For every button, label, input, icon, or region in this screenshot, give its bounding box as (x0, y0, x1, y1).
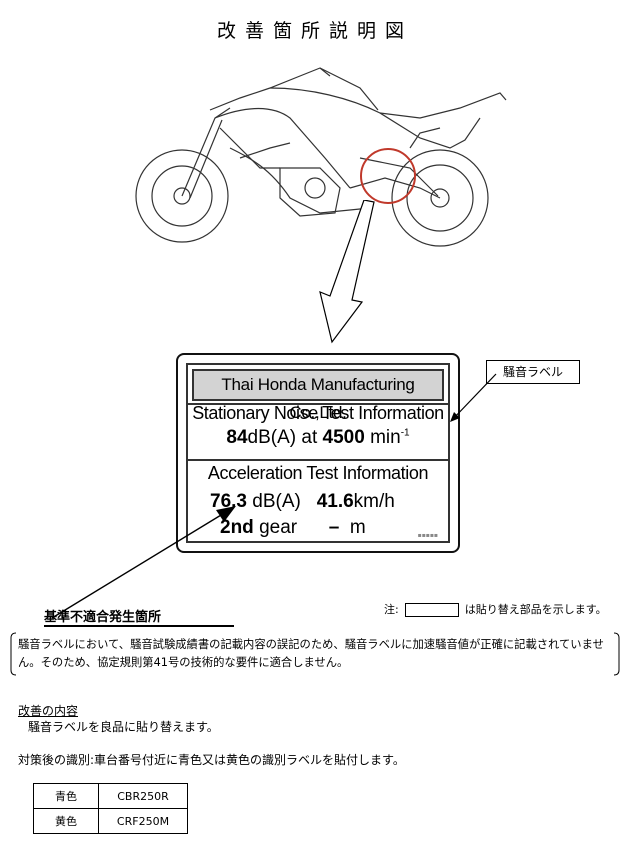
note-legend-box (404, 603, 459, 617)
note-prefix: 注: (384, 603, 399, 616)
noise-label-callout: 騒音ラベル (486, 360, 580, 384)
description-bracket (10, 632, 620, 676)
improvement-heading: 改善の内容 (18, 704, 79, 718)
table-cell-model: CRF250M (98, 808, 188, 834)
pointer-arrow-icon (319, 200, 375, 344)
gear-values: 2nd gear – m (220, 517, 366, 539)
noise-label: Thai Honda Manufacturing Co.,Ltd. Statio… (176, 353, 460, 553)
identification-table: 青色 CBR250R 黄色 CRF250M (33, 783, 188, 834)
noise-label-inner: Thai Honda Manufacturing Co.,Ltd. Statio… (186, 363, 450, 543)
page-title: 改善箇所説明図 (216, 20, 413, 42)
callout-arrow-icon (450, 373, 497, 422)
accel-speed-value: 41.6 (316, 491, 354, 512)
label-divider (188, 403, 448, 405)
table-row: 青色 CBR250R (33, 783, 188, 809)
nonconformity-location-label: 基準不適合発生箇所 (44, 610, 162, 625)
improvement-text: 騒音ラベルを良品に貼り替えます。 (28, 720, 219, 734)
highlight-circle (360, 148, 416, 204)
label-divider (188, 459, 448, 461)
accel-speed-unit: km/h (353, 491, 395, 512)
replacement-note: 注: は貼り替え部品を示します。 (384, 601, 607, 617)
table-cell-color: 黄色 (33, 808, 99, 834)
stationary-db-unit: dB(A) at (247, 427, 318, 448)
manufacturer-name: Thai Honda Manufacturing Co.,Ltd. (192, 369, 444, 422)
distance-value: – (328, 517, 340, 538)
table-cell-color: 青色 (33, 783, 99, 809)
label-part-code: ▪▪▪▪▪ (417, 532, 438, 539)
stationary-rpm-exponent: -1 (400, 427, 410, 439)
defect-description: 騒音ラベルにおいて、騒音試験成績書の記載内容の誤記のため、騒音ラベルに加速騒音値… (18, 638, 604, 669)
table-cell-model: CBR250R (98, 783, 188, 809)
stationary-rpm-value: 4500 (322, 427, 365, 448)
table-row: 黄色 CRF250M (33, 808, 188, 834)
stationary-heading: Stationary Noise Test Information (192, 403, 444, 423)
gear-unit: gear (259, 517, 298, 538)
nonconformity-arrow-icon (51, 506, 236, 619)
acceleration-heading: Acceleration Test Information (207, 463, 429, 483)
distance-unit: m (349, 517, 366, 538)
stationary-values: 84dB(A) at 4500 min-1 (188, 427, 448, 449)
gear-value: 2nd (220, 517, 254, 538)
nonconformity-underline (44, 625, 234, 627)
acceleration-values: 76.3 dB(A) 41.6km/h (210, 491, 395, 513)
accel-db-unit: dB(A) (252, 491, 301, 512)
stationary-db-value: 84 (226, 427, 248, 448)
motorcycle-illustration (135, 67, 507, 247)
identification-text: 対策後の識別:車台番号付近に青色又は黄色の識別ラベルを貼付します。 (18, 753, 405, 767)
accel-db-value: 76.3 (210, 491, 247, 512)
stationary-rpm-unit: min (370, 427, 401, 448)
note-suffix: は貼り替え部品を示します。 (464, 603, 607, 616)
